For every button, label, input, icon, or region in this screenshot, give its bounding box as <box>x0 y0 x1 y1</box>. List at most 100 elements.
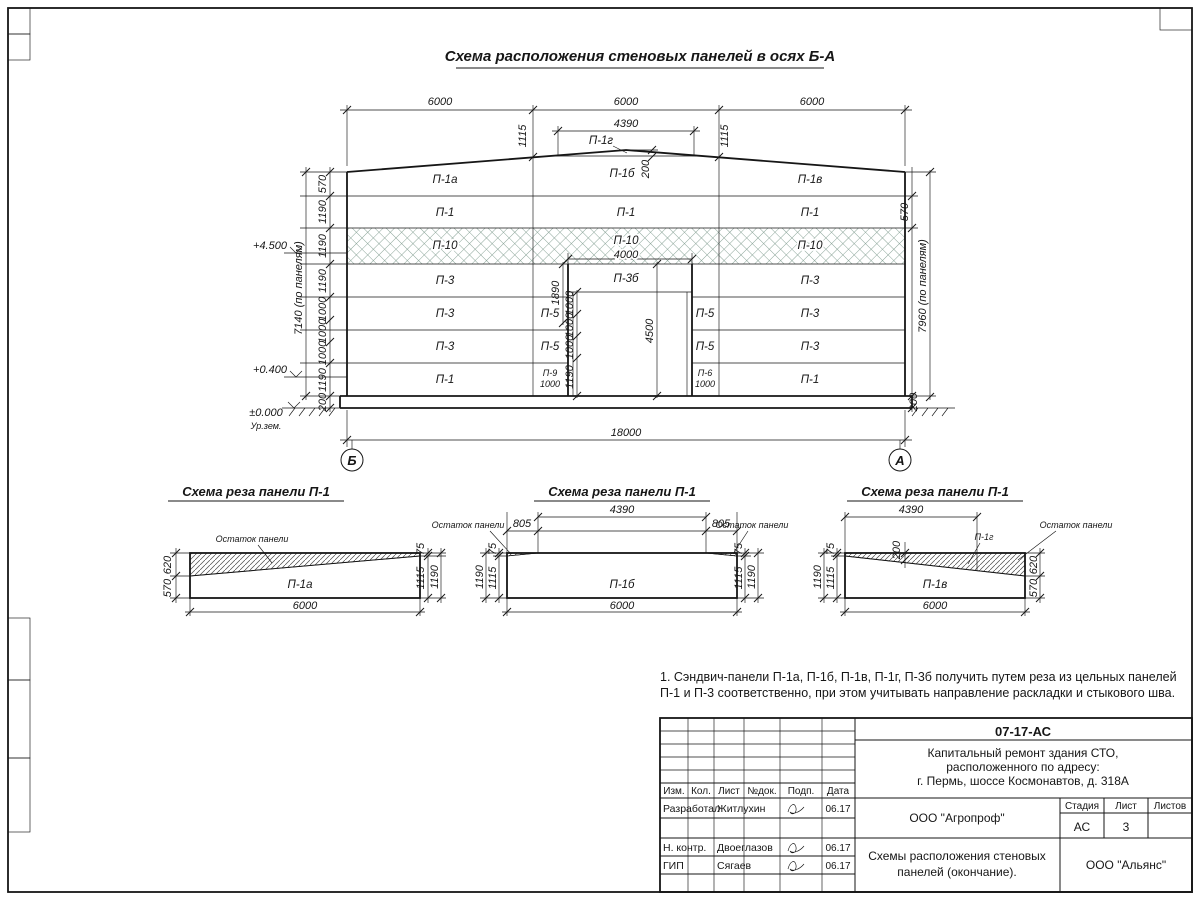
dim-label: 1115 <box>825 566 837 590</box>
panel-label: П-1б <box>609 168 635 180</box>
dim-label: 4000 <box>614 249 639 261</box>
dim-label: 1190 <box>746 564 758 589</box>
elevation-dim-lines <box>284 105 936 447</box>
dim-label: 6000 <box>614 96 639 108</box>
dim-label: 7140 (по панелям) <box>293 241 305 335</box>
dim-label: 75 <box>487 542 499 555</box>
dim-label: 1000 <box>317 340 329 365</box>
stage-value: АС <box>1074 820 1091 834</box>
dim-label: 200 <box>891 540 903 560</box>
sheets-header: Листов <box>1154 801 1187 812</box>
detail-3: Схема реза панели П-1 4390 200 П-1г Оста… <box>812 484 1113 617</box>
panel-label: П-1 <box>436 374 455 386</box>
dim-label: 1190 <box>317 367 329 392</box>
dim-label: 18000 <box>611 427 642 439</box>
dim-label: 75 <box>415 542 427 555</box>
panel-label: П-3 <box>801 341 820 353</box>
axis-label: А <box>894 453 904 468</box>
axis-bubbles: Б А <box>340 440 912 472</box>
staff-date: 06.17 <box>825 843 850 854</box>
elevation-levels: +4.500 +0.400 ±0.000 Ур.зем. <box>249 240 288 431</box>
panel-label: П-1г <box>975 532 995 542</box>
panel-label: П-3 <box>436 341 455 353</box>
level-label: +4.500 <box>253 240 288 252</box>
elevation-dim-text: 6000 6000 6000 4390 1115 1115 200 4000 4… <box>293 96 929 439</box>
panel-label: П-5 <box>696 308 715 320</box>
ground-label: Ур.зем. <box>250 421 282 431</box>
panel-label: П-1 <box>436 207 455 219</box>
rest-label: Остаток панели <box>1040 520 1113 530</box>
panel-label: П-3 <box>436 308 455 320</box>
dim-label: 1000 <box>317 296 329 321</box>
column-header: Изм. <box>663 786 684 797</box>
staff-role: Н. контр. <box>663 842 706 854</box>
dim-label: 805 <box>513 518 532 530</box>
detail-title: Схема реза панели П-1 <box>548 484 696 499</box>
panel-label: П-5 <box>696 341 715 353</box>
dim-label: 1190 <box>429 564 441 589</box>
dim-label: 75 <box>733 542 745 555</box>
column-header: №док. <box>747 786 776 797</box>
panel-label: П-1б <box>609 579 635 591</box>
dim-label: 1115 <box>733 566 745 590</box>
dim-label: 570 <box>899 202 911 221</box>
note-line: 1. Сэндвич-панели П-1а, П-1б, П-1в, П-1г… <box>660 670 1177 684</box>
dim-label: 570 <box>162 578 174 597</box>
dim-label: 1190 <box>317 233 329 258</box>
sheet-frame <box>7 7 1193 893</box>
note-line: П-1 и П-3 соответственно, при этом учиты… <box>660 686 1175 700</box>
dim-label: 1000 <box>317 318 329 343</box>
dim-label: 1190 <box>812 564 824 589</box>
dim-label: 75 <box>825 542 837 555</box>
title-block: 07-17-АС Капитальный ремонт здания СТО, … <box>659 717 1193 893</box>
general-note: 1. Сэндвич-панели П-1а, П-1б, П-1в, П-1г… <box>660 670 1177 700</box>
detail-2: Схема реза панели П-1 Остаток панели Ост… <box>432 484 788 617</box>
doc-code: 07-17-АС <box>995 724 1052 739</box>
dim-label: 1000 <box>564 312 576 337</box>
elevation-panel-labels: П-1а П-1б П-1в П-1г П-1 П-1 П-1 П-10 П-1… <box>431 135 825 389</box>
panel-label: П-1 <box>801 374 820 386</box>
dim-label: 1000 <box>564 334 576 359</box>
dim-label: 1000 <box>564 290 576 315</box>
sheet-number: 3 <box>1123 820 1130 834</box>
panel-label: П-6 <box>698 368 713 378</box>
panel-label: П-10 <box>614 235 640 247</box>
signature <box>787 804 805 815</box>
dim-label: 1190 <box>474 564 486 589</box>
panel-label: П-1а <box>288 579 313 591</box>
panel-label: П-9 <box>543 368 558 378</box>
dim-label: 6000 <box>293 600 318 612</box>
signature <box>787 861 805 872</box>
dim-label: 620 <box>162 555 174 574</box>
panel-label: П-1а <box>433 174 458 186</box>
panel-width-label: 1000 <box>540 379 560 389</box>
panel-label: П-3 <box>801 308 820 320</box>
dim-label: 1115 <box>719 124 731 148</box>
panel-label: П-5 <box>541 308 560 320</box>
level-label: ±0.000 <box>249 407 283 419</box>
dim-label: 200 <box>640 159 652 179</box>
column-header: Дата <box>827 786 850 797</box>
rest-label: Остаток панели <box>432 520 505 530</box>
dim-label: 805 <box>712 518 731 530</box>
dim-label: 1890 <box>550 280 562 305</box>
level-label: +0.400 <box>253 364 288 376</box>
dim-label: 6000 <box>428 96 453 108</box>
dim-label: 1190 <box>317 199 329 224</box>
dim-label: 200 <box>317 392 329 412</box>
dim-label: 1115 <box>487 566 499 590</box>
staff-name: Житлухин <box>717 803 766 815</box>
detail-title: Схема реза панели П-1 <box>182 484 330 499</box>
project-name-line: расположенного по адресу: <box>946 760 1100 774</box>
panel-label: П-3б <box>613 273 639 285</box>
panel-label: П-3 <box>436 275 455 287</box>
detail-1: Схема реза панели П-1 Остаток панели П-1… <box>162 484 446 617</box>
panel-label: П-10 <box>798 240 824 252</box>
panel-label: П-1 <box>801 207 820 219</box>
staff-name: Сягаев <box>717 860 752 872</box>
staff-date: 06.17 <box>825 804 850 815</box>
project-name-line: г. Пермь, шоссе Космонавтов, д. 318А <box>917 774 1129 788</box>
doc-title-line: панелей (окончание). <box>897 865 1016 879</box>
